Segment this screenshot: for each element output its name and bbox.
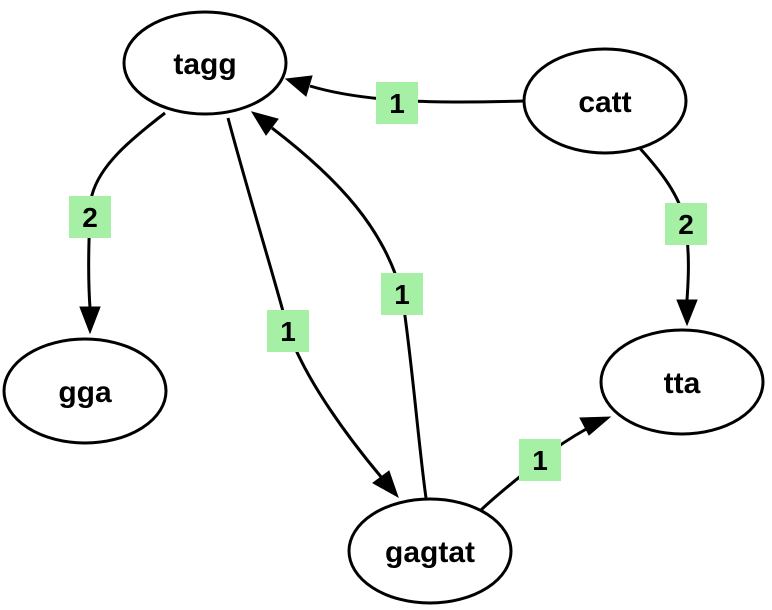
node-label: tagg (173, 48, 236, 81)
node-label: gga (58, 376, 112, 409)
edge-gagtat-tagg: 1 (250, 111, 428, 499)
node-tagg[interactable]: tagg (122, 10, 288, 116)
node-label: catt (578, 86, 631, 119)
edge-weight-label: 2 (678, 209, 694, 240)
node-gagtat[interactable]: gagtat (347, 497, 513, 605)
node-tta[interactable]: tta (599, 328, 765, 436)
edges: 1 2 1 1 2 (69, 75, 707, 512)
edge-weight-label: 1 (280, 316, 296, 347)
node-label: gagtat (385, 536, 475, 569)
node-gga[interactable]: gga (2, 337, 168, 445)
edge-tagg-gagtat: 1 (226, 117, 399, 499)
node-label: tta (664, 367, 701, 400)
edge-catt-tta: 2 (634, 142, 707, 327)
nodes: tagg catt gga tta gagtat (2, 10, 765, 605)
edge-weight-label: 1 (394, 279, 410, 310)
edge-catt-tagg: 1 (284, 75, 525, 124)
node-catt[interactable]: catt (522, 47, 688, 155)
edge-gagtat-tta: 1 (479, 416, 612, 512)
edge-tagg-gga: 2 (69, 111, 166, 335)
edge-weight-label: 1 (389, 88, 405, 119)
edge-weight-label: 1 (532, 445, 548, 476)
edge-weight-label: 2 (82, 202, 98, 233)
